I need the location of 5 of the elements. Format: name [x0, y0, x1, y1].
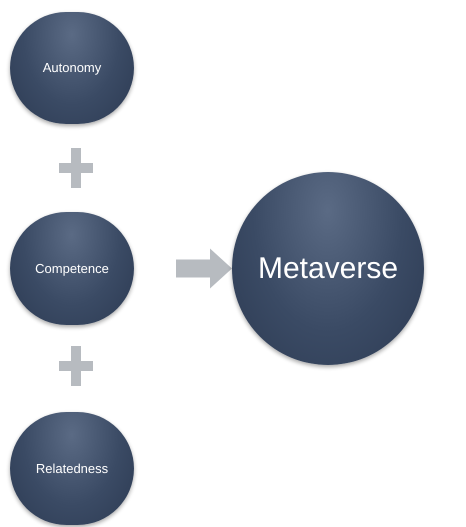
node-label: Relatedness	[36, 460, 108, 478]
block-arrow	[176, 248, 232, 288]
node-label: Competence	[35, 260, 109, 278]
node-label: Autonomy	[42, 59, 102, 78]
node-label: Metaverse	[258, 251, 398, 287]
